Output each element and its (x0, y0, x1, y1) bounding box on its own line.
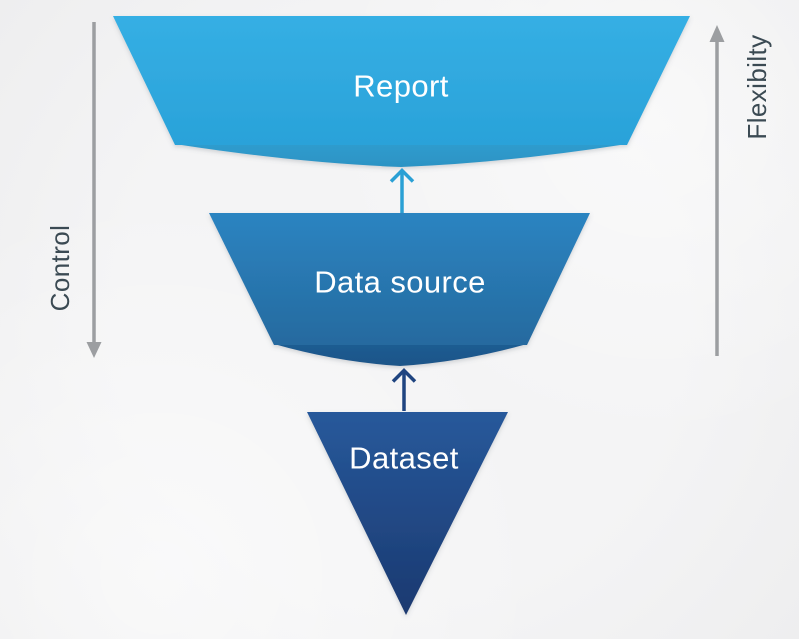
funnel-level-dataset: Dataset (307, 412, 508, 615)
report-shape (113, 16, 690, 145)
dataset-shape (307, 412, 508, 615)
data-source-shape (209, 213, 590, 345)
control-axis-label: Control (45, 225, 75, 312)
axis-flexibility: Flexibilty (709, 25, 772, 356)
data-source-label: Data source (314, 265, 486, 300)
data-source-fold-shape (274, 344, 527, 366)
report-fold-shape (175, 144, 627, 167)
report-label: Report (353, 69, 448, 104)
funnel-level-report: Report (113, 16, 690, 167)
arrow-down-icon (86, 342, 102, 358)
funnel-level-data-source: Data source (209, 213, 590, 366)
arrow-up-icon (709, 25, 725, 42)
connector-datasource-to-report (389, 168, 415, 214)
axis-control: Control (45, 22, 102, 358)
flexibility-axis-label: Flexibilty (742, 34, 772, 139)
connector-dataset-to-datasource (391, 368, 417, 411)
dataset-label: Dataset (349, 441, 459, 476)
arrow-up-icon (389, 168, 415, 183)
arrow-up-icon (391, 368, 417, 383)
